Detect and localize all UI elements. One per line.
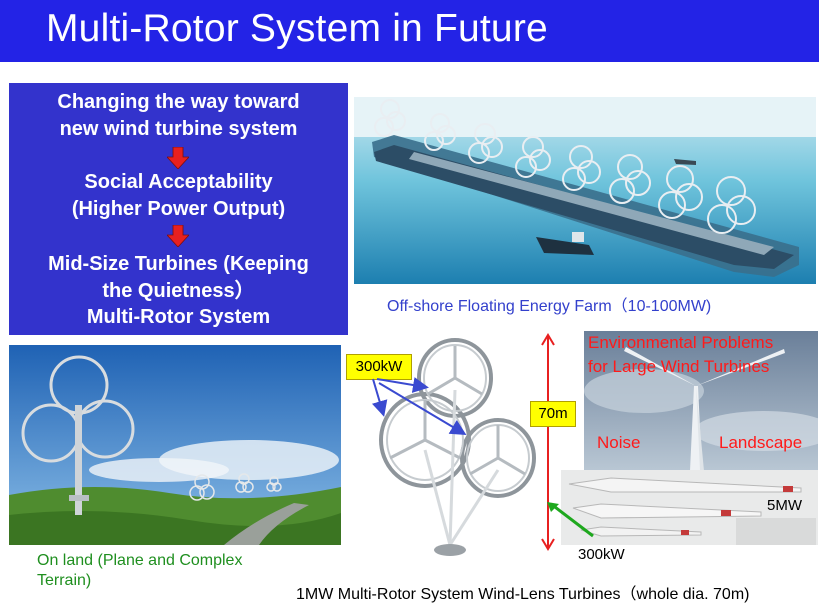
down-arrow-icon [167, 147, 189, 169]
box-line-1: Changing the way toward [57, 91, 300, 113]
environmental-problems-image [584, 331, 818, 471]
height-dimension-arrow-icon [541, 333, 555, 551]
slide-title: Multi-Rotor System in Future [46, 7, 548, 50]
statement-box: Changing the way toward new wind turbine… [9, 83, 348, 335]
offshore-caption: Off-shore Floating Energy Farm（10-100MW) [387, 298, 712, 315]
multirotor-drawing [370, 330, 540, 565]
box-line-7: Multi-Rotor System [86, 306, 271, 328]
box-line-2: new wind turbine system [59, 118, 298, 140]
pointer-arrows-icon [371, 377, 467, 436]
label-70m: 70m [530, 401, 576, 427]
blade-comparison-image [561, 470, 818, 545]
label-300kw-blade: 300kW [578, 546, 625, 563]
label-300kw-text: 300kW [355, 358, 403, 375]
env-title-line-1: Environmental Problems [588, 333, 774, 352]
offshore-farm-image [354, 97, 816, 284]
onland-caption-line-1: On land (Plane and Complex [37, 552, 243, 569]
down-arrow-icon [167, 225, 189, 247]
box-line-6: the Quietness） [102, 280, 255, 302]
env-noise-label: Noise [597, 433, 641, 452]
label-5mw: 5MW [767, 497, 802, 514]
env-title-line-2: for Large Wind Turbines [588, 357, 770, 376]
label-70m-text: 70m [538, 405, 568, 422]
title-bar [0, 0, 819, 62]
onland-turbine-image [9, 345, 341, 545]
green-pointer-arrow-icon [547, 502, 594, 538]
box-line-3: Social Acceptability [84, 171, 273, 193]
onland-caption-line-2: Terrain) [37, 572, 92, 589]
box-line-5: Mid-Size Turbines (Keeping [48, 253, 309, 275]
box-line-4: (Higher Power Output) [71, 198, 286, 220]
env-landscape-label: Landscape [719, 433, 803, 452]
multirotor-caption: 1MW Multi-Rotor System Wind-Lens Turbine… [296, 586, 750, 603]
